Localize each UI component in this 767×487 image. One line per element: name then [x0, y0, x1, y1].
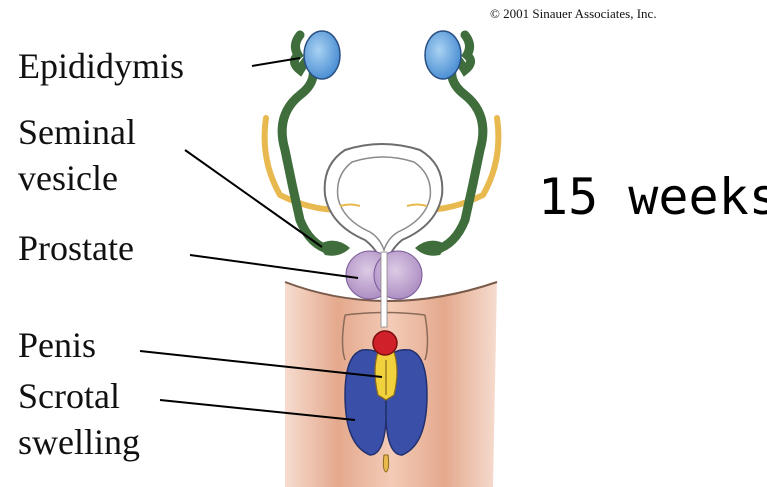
left-green-duct [282, 60, 330, 250]
perineal-raphe [383, 455, 388, 472]
label-penis: Penis [18, 325, 96, 365]
left-testis [304, 31, 340, 79]
prostate-leader [190, 255, 358, 278]
label-scrotal-swelling-line2: swelling [18, 422, 140, 462]
label-seminal-vesicle-line2: vesicle [18, 158, 118, 198]
label-epididymis: Epididymis [18, 46, 184, 86]
right-seminal-vesicle [415, 241, 447, 256]
copyright-notice: © 2001 Sinauer Associates, Inc. [490, 6, 657, 22]
label-prostate: Prostate [18, 228, 134, 268]
label-scrotal-swelling-line1: Scrotal [18, 376, 120, 416]
seminal-vesicle-leader [185, 150, 322, 247]
stage-label: 15 weeks [538, 168, 767, 226]
left-seminal-vesicle [318, 241, 350, 256]
right-green-duct [435, 60, 483, 250]
label-seminal-vesicle-line1: Seminal [18, 112, 136, 152]
right-testis [425, 31, 461, 79]
glans [373, 331, 397, 355]
urethra-channel [381, 252, 387, 327]
